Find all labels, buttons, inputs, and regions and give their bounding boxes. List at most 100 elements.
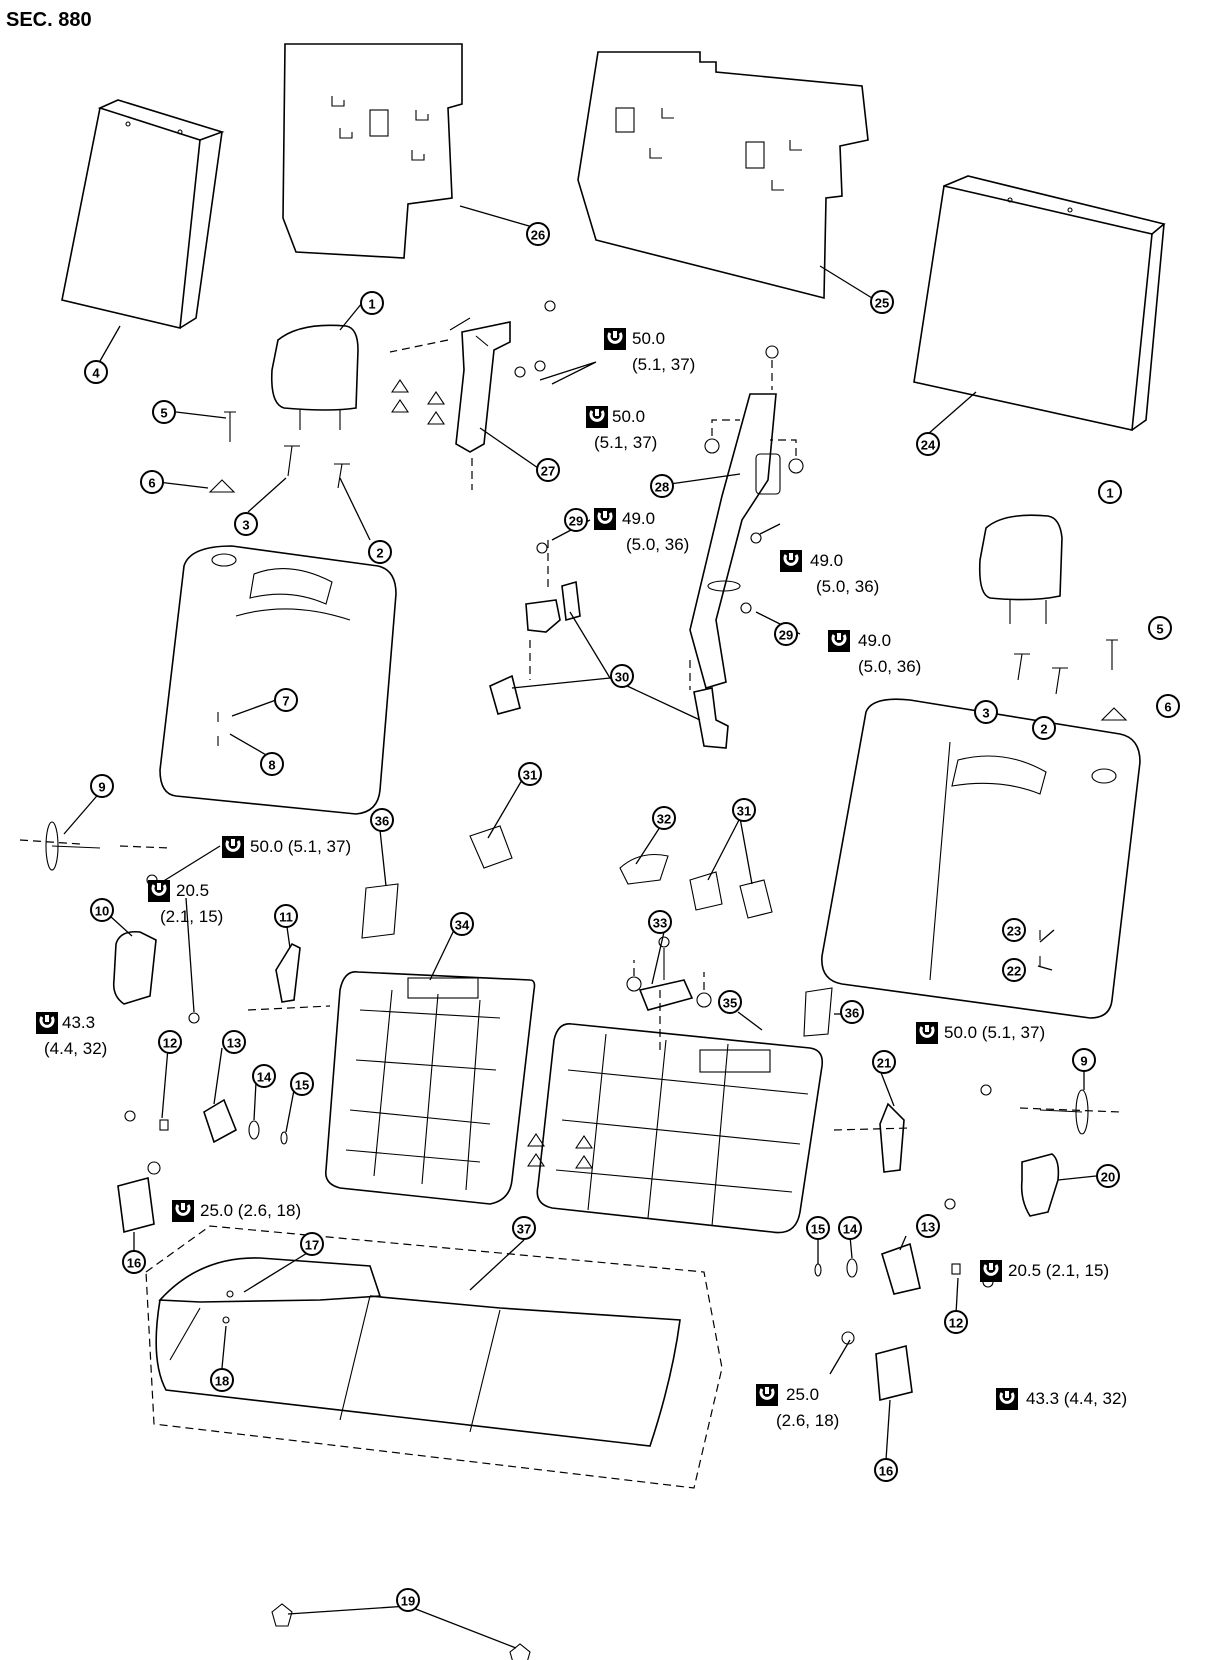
part-1-headrest-right xyxy=(978,514,1063,624)
callout-c28: 28 xyxy=(650,474,674,498)
part-1-headrest-left xyxy=(270,324,359,430)
callout-c21: 21 xyxy=(872,1050,896,1074)
part-seatback-right xyxy=(821,698,1141,1019)
callout-number: 13 xyxy=(921,1220,935,1235)
torque-label-9: 25.0 (2.6, 18) xyxy=(170,1198,301,1224)
callout-c5b: 5 xyxy=(1148,616,1172,640)
torque-wrench-icon xyxy=(994,1386,1020,1412)
svg-text:20.5: 20.5 xyxy=(176,881,209,900)
callout-c16a: 16 xyxy=(122,1250,146,1274)
part-4-seatback-board-left xyxy=(61,99,225,329)
callout-circle xyxy=(1002,958,1026,982)
svg-text:43.3 (4.4, 32): 43.3 (4.4, 32) xyxy=(1026,1389,1127,1408)
svg-text:(4.4, 32): (4.4, 32) xyxy=(44,1039,107,1058)
callout-circle xyxy=(234,512,258,536)
callout-circle xyxy=(90,774,114,798)
callout-circle xyxy=(872,1050,896,1074)
svg-text:50.0 (5.1, 37): 50.0 (5.1, 37) xyxy=(944,1023,1045,1042)
callout-c1b: 1 xyxy=(1098,480,1122,504)
circle-mark-icon xyxy=(626,419,804,1008)
callout-number: 30 xyxy=(615,670,629,685)
torque-label-8: 43.3 (4.4, 32) xyxy=(34,1010,107,1058)
callout-number: 29 xyxy=(569,514,583,529)
callout-number: 19 xyxy=(401,1594,415,1609)
callout-c7: 7 xyxy=(274,688,298,712)
callout-number: 12 xyxy=(163,1036,177,1051)
callout-c35: 35 xyxy=(718,990,742,1014)
callout-number: 22 xyxy=(1007,964,1021,979)
part-34-seat-frame-left xyxy=(324,971,536,1205)
callout-c5a: 5 xyxy=(152,400,176,424)
callout-number: 24 xyxy=(921,438,936,453)
torque-label-13: 43.3 (4.4, 32) xyxy=(994,1386,1127,1412)
svg-text:49.0: 49.0 xyxy=(810,551,843,570)
callout-c18: 18 xyxy=(210,1368,234,1392)
callout-number: 6 xyxy=(1164,700,1171,715)
callout-circle xyxy=(290,1072,314,1096)
callout-circle xyxy=(732,798,756,822)
torque-wrench-icon xyxy=(220,834,246,860)
part-9-pivot-left xyxy=(19,821,171,871)
callout-c1a: 1 xyxy=(360,291,384,315)
callout-circle xyxy=(140,470,164,494)
callout-circle xyxy=(652,806,676,830)
part-guides-right xyxy=(1014,639,1128,721)
callout-c22: 22 xyxy=(1002,958,1026,982)
part-fasteners xyxy=(124,532,994,1345)
callout-number: 4 xyxy=(92,366,100,381)
callout-number: 7 xyxy=(282,694,289,709)
torque-wrench-icon xyxy=(146,878,172,904)
torque-label-10: 50.0 (5.1, 37) xyxy=(914,1020,1045,1046)
torque-wrench-icon xyxy=(826,628,852,654)
svg-text:50.0: 50.0 xyxy=(632,329,665,348)
callout-circle xyxy=(610,664,634,688)
callout-circle xyxy=(152,400,176,424)
part-9-pivot-right xyxy=(1019,1089,1121,1135)
callout-number: 28 xyxy=(655,480,669,495)
callout-c14b: 14 xyxy=(838,1216,862,1240)
torque-wrench-icon xyxy=(914,1020,940,1046)
callout-circle xyxy=(838,1216,862,1240)
torque-label-3: 49.0 (5.0, 36) xyxy=(592,506,689,554)
callout-c10: 10 xyxy=(90,898,114,922)
callout-c20: 20 xyxy=(1096,1164,1120,1188)
callout-circle xyxy=(274,904,298,928)
callout-c9a: 9 xyxy=(90,774,114,798)
triangle-mark-icon xyxy=(390,379,594,1169)
svg-text:(5.1, 37): (5.1, 37) xyxy=(632,355,695,374)
callout-circle xyxy=(526,222,550,246)
callout-circle xyxy=(1098,480,1122,504)
callout-circle xyxy=(1072,1048,1096,1072)
svg-text:(5.0, 36): (5.0, 36) xyxy=(626,535,689,554)
callout-circle xyxy=(564,508,588,532)
callout-number: 31 xyxy=(523,768,537,783)
callout-number: 13 xyxy=(227,1036,241,1051)
part-36-pads xyxy=(361,883,833,1037)
callout-number: 1 xyxy=(1106,486,1113,501)
part-37-seat-cushion xyxy=(145,1225,723,1489)
callout-number: 20 xyxy=(1101,1170,1115,1185)
callout-number: 18 xyxy=(215,1374,229,1389)
callout-c17: 17 xyxy=(300,1232,324,1256)
torque-label-7: 20.5 (2.1, 15) xyxy=(146,878,223,926)
torque-label-12: 25.0 (2.6, 18) xyxy=(754,1382,839,1430)
callout-c26: 26 xyxy=(526,222,550,246)
part-35-seat-frame-right xyxy=(536,990,824,1234)
callout-number: 21 xyxy=(877,1056,891,1071)
svg-text:49.0: 49.0 xyxy=(622,509,655,528)
callout-circle xyxy=(450,912,474,936)
callout-c24: 24 xyxy=(916,432,940,456)
callout-circle xyxy=(536,458,560,482)
callout-c36b: 36 xyxy=(840,1000,864,1024)
part-11-hinge-left xyxy=(247,942,331,1011)
part-13-hinge-left xyxy=(203,1098,238,1144)
callout-number: 14 xyxy=(843,1222,858,1237)
callout-number: 34 xyxy=(455,918,470,933)
callout-number: 26 xyxy=(531,228,545,243)
callout-circle xyxy=(222,1030,246,1054)
callout-number: 16 xyxy=(879,1464,893,1479)
torque-label-2: 50.0 (5.1, 37) xyxy=(584,404,657,452)
part-20-cover xyxy=(1020,1153,1060,1217)
callout-circle xyxy=(1002,918,1026,942)
